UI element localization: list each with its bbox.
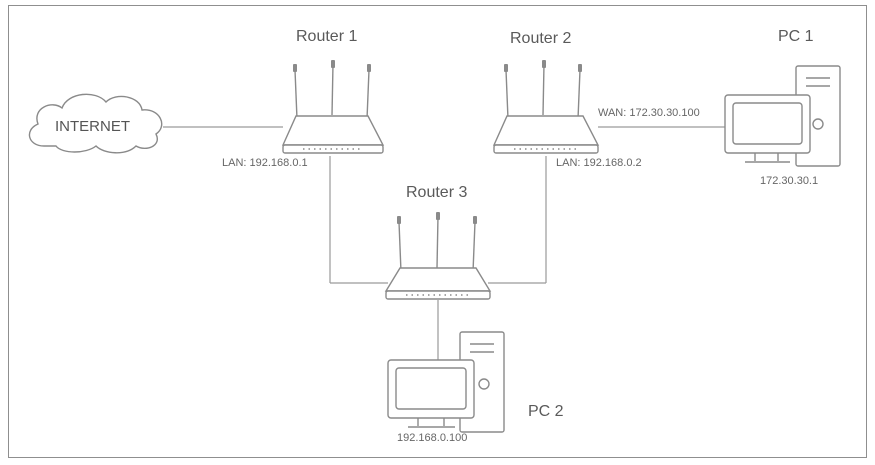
pc2-icon bbox=[387, 331, 505, 433]
router2-icon bbox=[492, 60, 600, 154]
internet-cloud-icon bbox=[28, 93, 163, 154]
router1-icon bbox=[281, 60, 385, 154]
internet-label: INTERNET bbox=[55, 118, 130, 135]
router1-title: Router 1 bbox=[296, 28, 358, 45]
router1-lan-label: LAN: 192.168.0.1 bbox=[222, 157, 308, 169]
pc1-icon bbox=[724, 65, 841, 167]
router2-lan-label: LAN: 192.168.0.2 bbox=[556, 157, 642, 169]
router2-wan-label: WAN: 172.30.30.100 bbox=[598, 107, 700, 119]
pc2-title: PC 2 bbox=[528, 403, 564, 420]
connection-lines bbox=[163, 126, 725, 360]
router2-title: Router 2 bbox=[510, 30, 572, 47]
diagram-frame bbox=[8, 5, 867, 458]
router3-icon bbox=[384, 212, 492, 300]
pc2-ip-label: 192.168.0.100 bbox=[397, 432, 468, 444]
router3-title: Router 3 bbox=[406, 184, 468, 201]
pc1-ip-label: 172.30.30.1 bbox=[760, 175, 819, 187]
pc1-title: PC 1 bbox=[778, 28, 814, 45]
